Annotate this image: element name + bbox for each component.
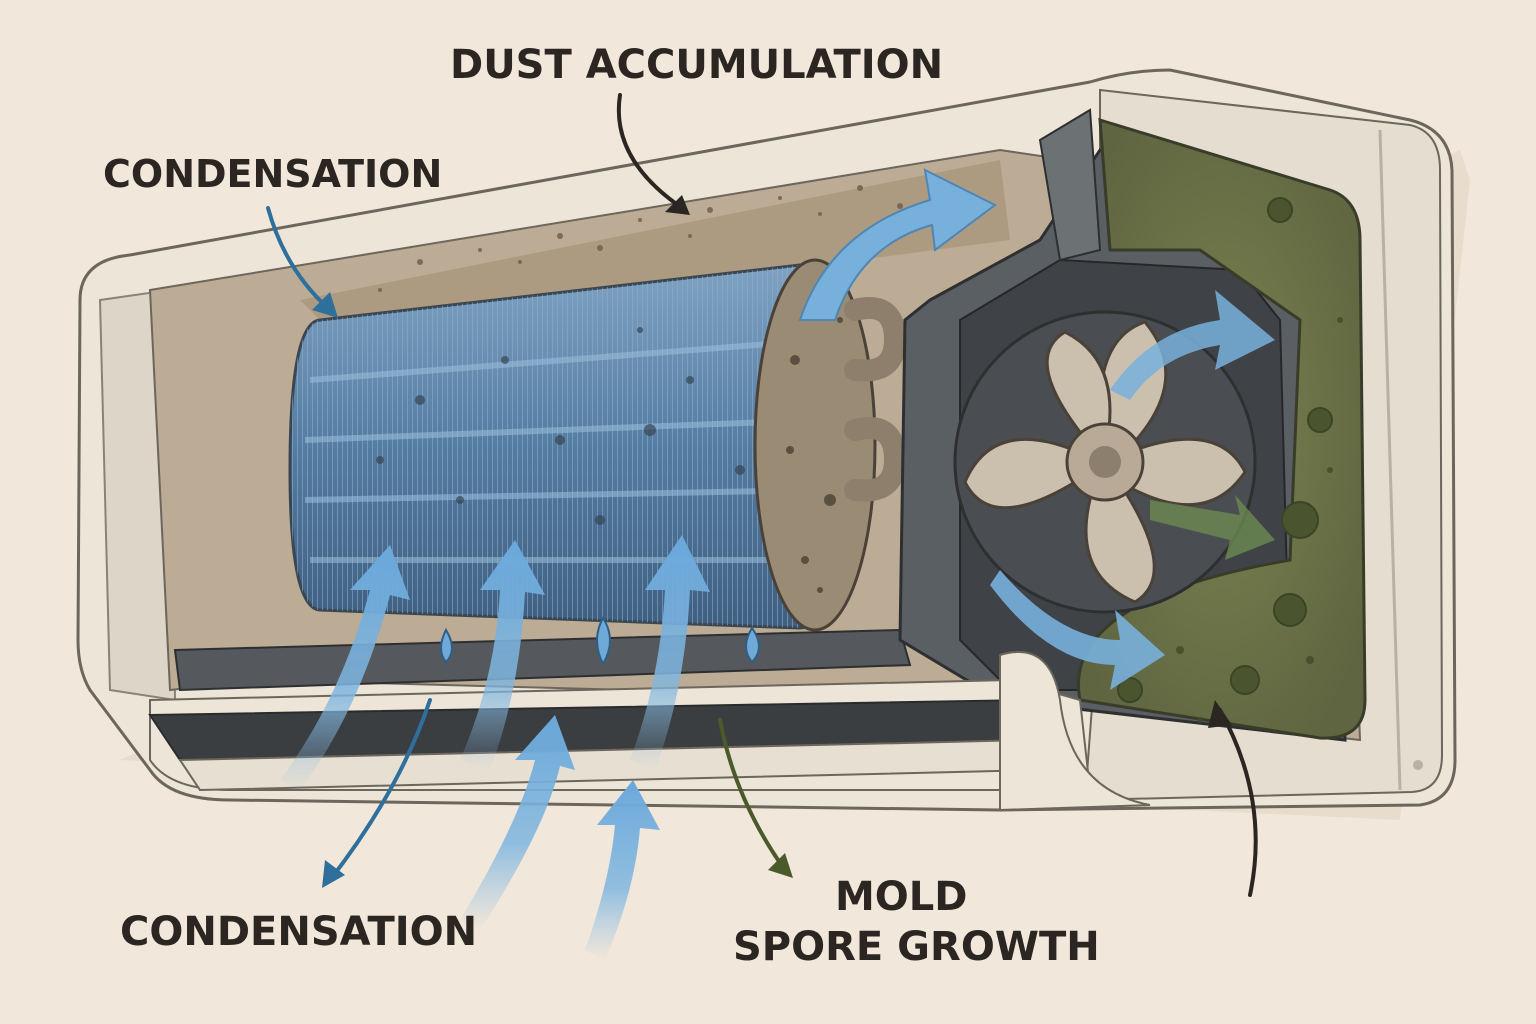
- water-drop-icon: [440, 616, 760, 667]
- label-mold: MOLD: [835, 874, 968, 920]
- label-spore-growth: SPORE GROWTH: [733, 924, 1100, 970]
- label-condensation-bottom: CONDENSATION: [120, 909, 477, 955]
- evaporator-coil: [288, 258, 907, 632]
- mold-spore-icon: [1117, 197, 1333, 703]
- pointer-arrow: [266, 93, 1258, 897]
- label-condensation-top: CONDENSATION: [103, 152, 442, 196]
- pointer-arrowheads: [312, 195, 1232, 888]
- label-dust-accumulation: DUST ACCUMULATION: [450, 42, 943, 88]
- mold-region: [1077, 117, 1367, 740]
- airflow-arrow: [280, 535, 710, 960]
- airflow-arrow: [798, 168, 1275, 690]
- fan-icon: [953, 310, 1257, 614]
